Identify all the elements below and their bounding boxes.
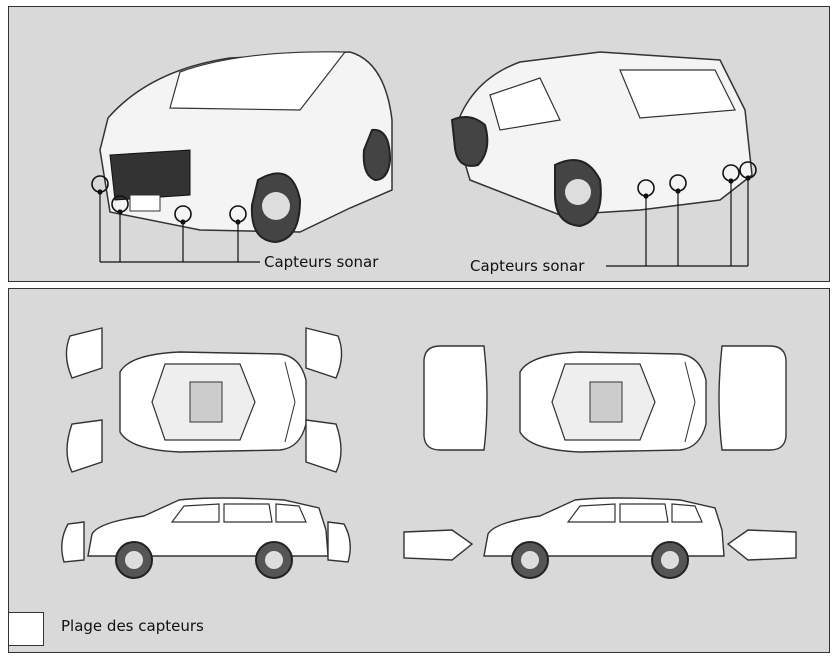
corner-sensor-side-view: [61, 497, 351, 579]
front-rear-sensor-top-view: [423, 345, 787, 453]
rear-sensors-label: Capteurs sonar: [470, 257, 585, 275]
legend-swatch: [8, 612, 44, 646]
front-car-illustration: [99, 51, 393, 244]
sensor-range-panel: [8, 288, 830, 653]
rear-car-illustration: [450, 51, 753, 228]
legend-label: Plage des capteurs: [61, 617, 204, 635]
front-rear-sensor-side-view: [403, 497, 797, 579]
corner-sensor-top-view: [65, 327, 343, 473]
front-sensors-label: Capteurs sonar: [264, 253, 379, 271]
front-sonar-sensors: [91, 175, 260, 263]
rear-sonar-sensors: [606, 161, 757, 267]
